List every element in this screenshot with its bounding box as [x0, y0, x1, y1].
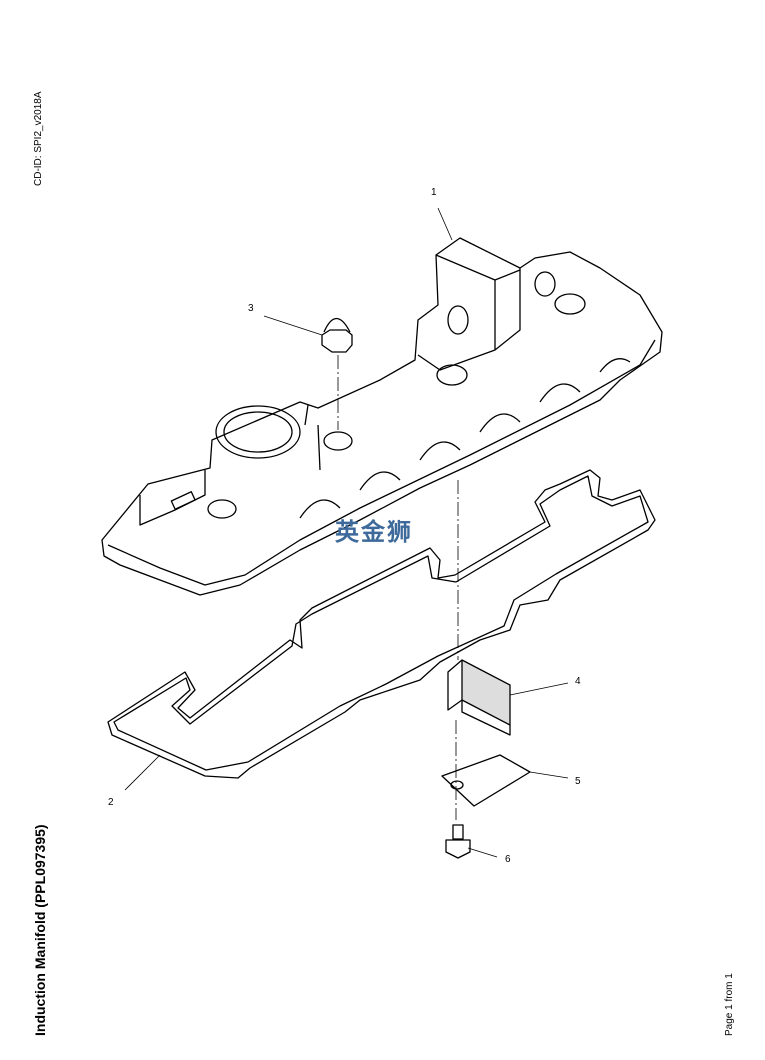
callout-6: 6 — [505, 854, 511, 865]
callout-5: 5 — [575, 776, 581, 787]
callout-1: 1 — [431, 187, 437, 198]
callout-4: 4 — [575, 676, 581, 687]
gasket-part-2 — [107, 469, 656, 779]
valve-cover-part-1 — [101, 237, 663, 596]
callout-2: 2 — [108, 797, 114, 808]
filter-part-4 — [447, 659, 511, 736]
plate-part-5 — [441, 754, 531, 807]
bolt-part-6 — [445, 824, 471, 859]
cap-nut-part-3 — [321, 317, 353, 353]
callout-3: 3 — [248, 303, 254, 314]
watermark: 英金狮 — [335, 518, 413, 546]
